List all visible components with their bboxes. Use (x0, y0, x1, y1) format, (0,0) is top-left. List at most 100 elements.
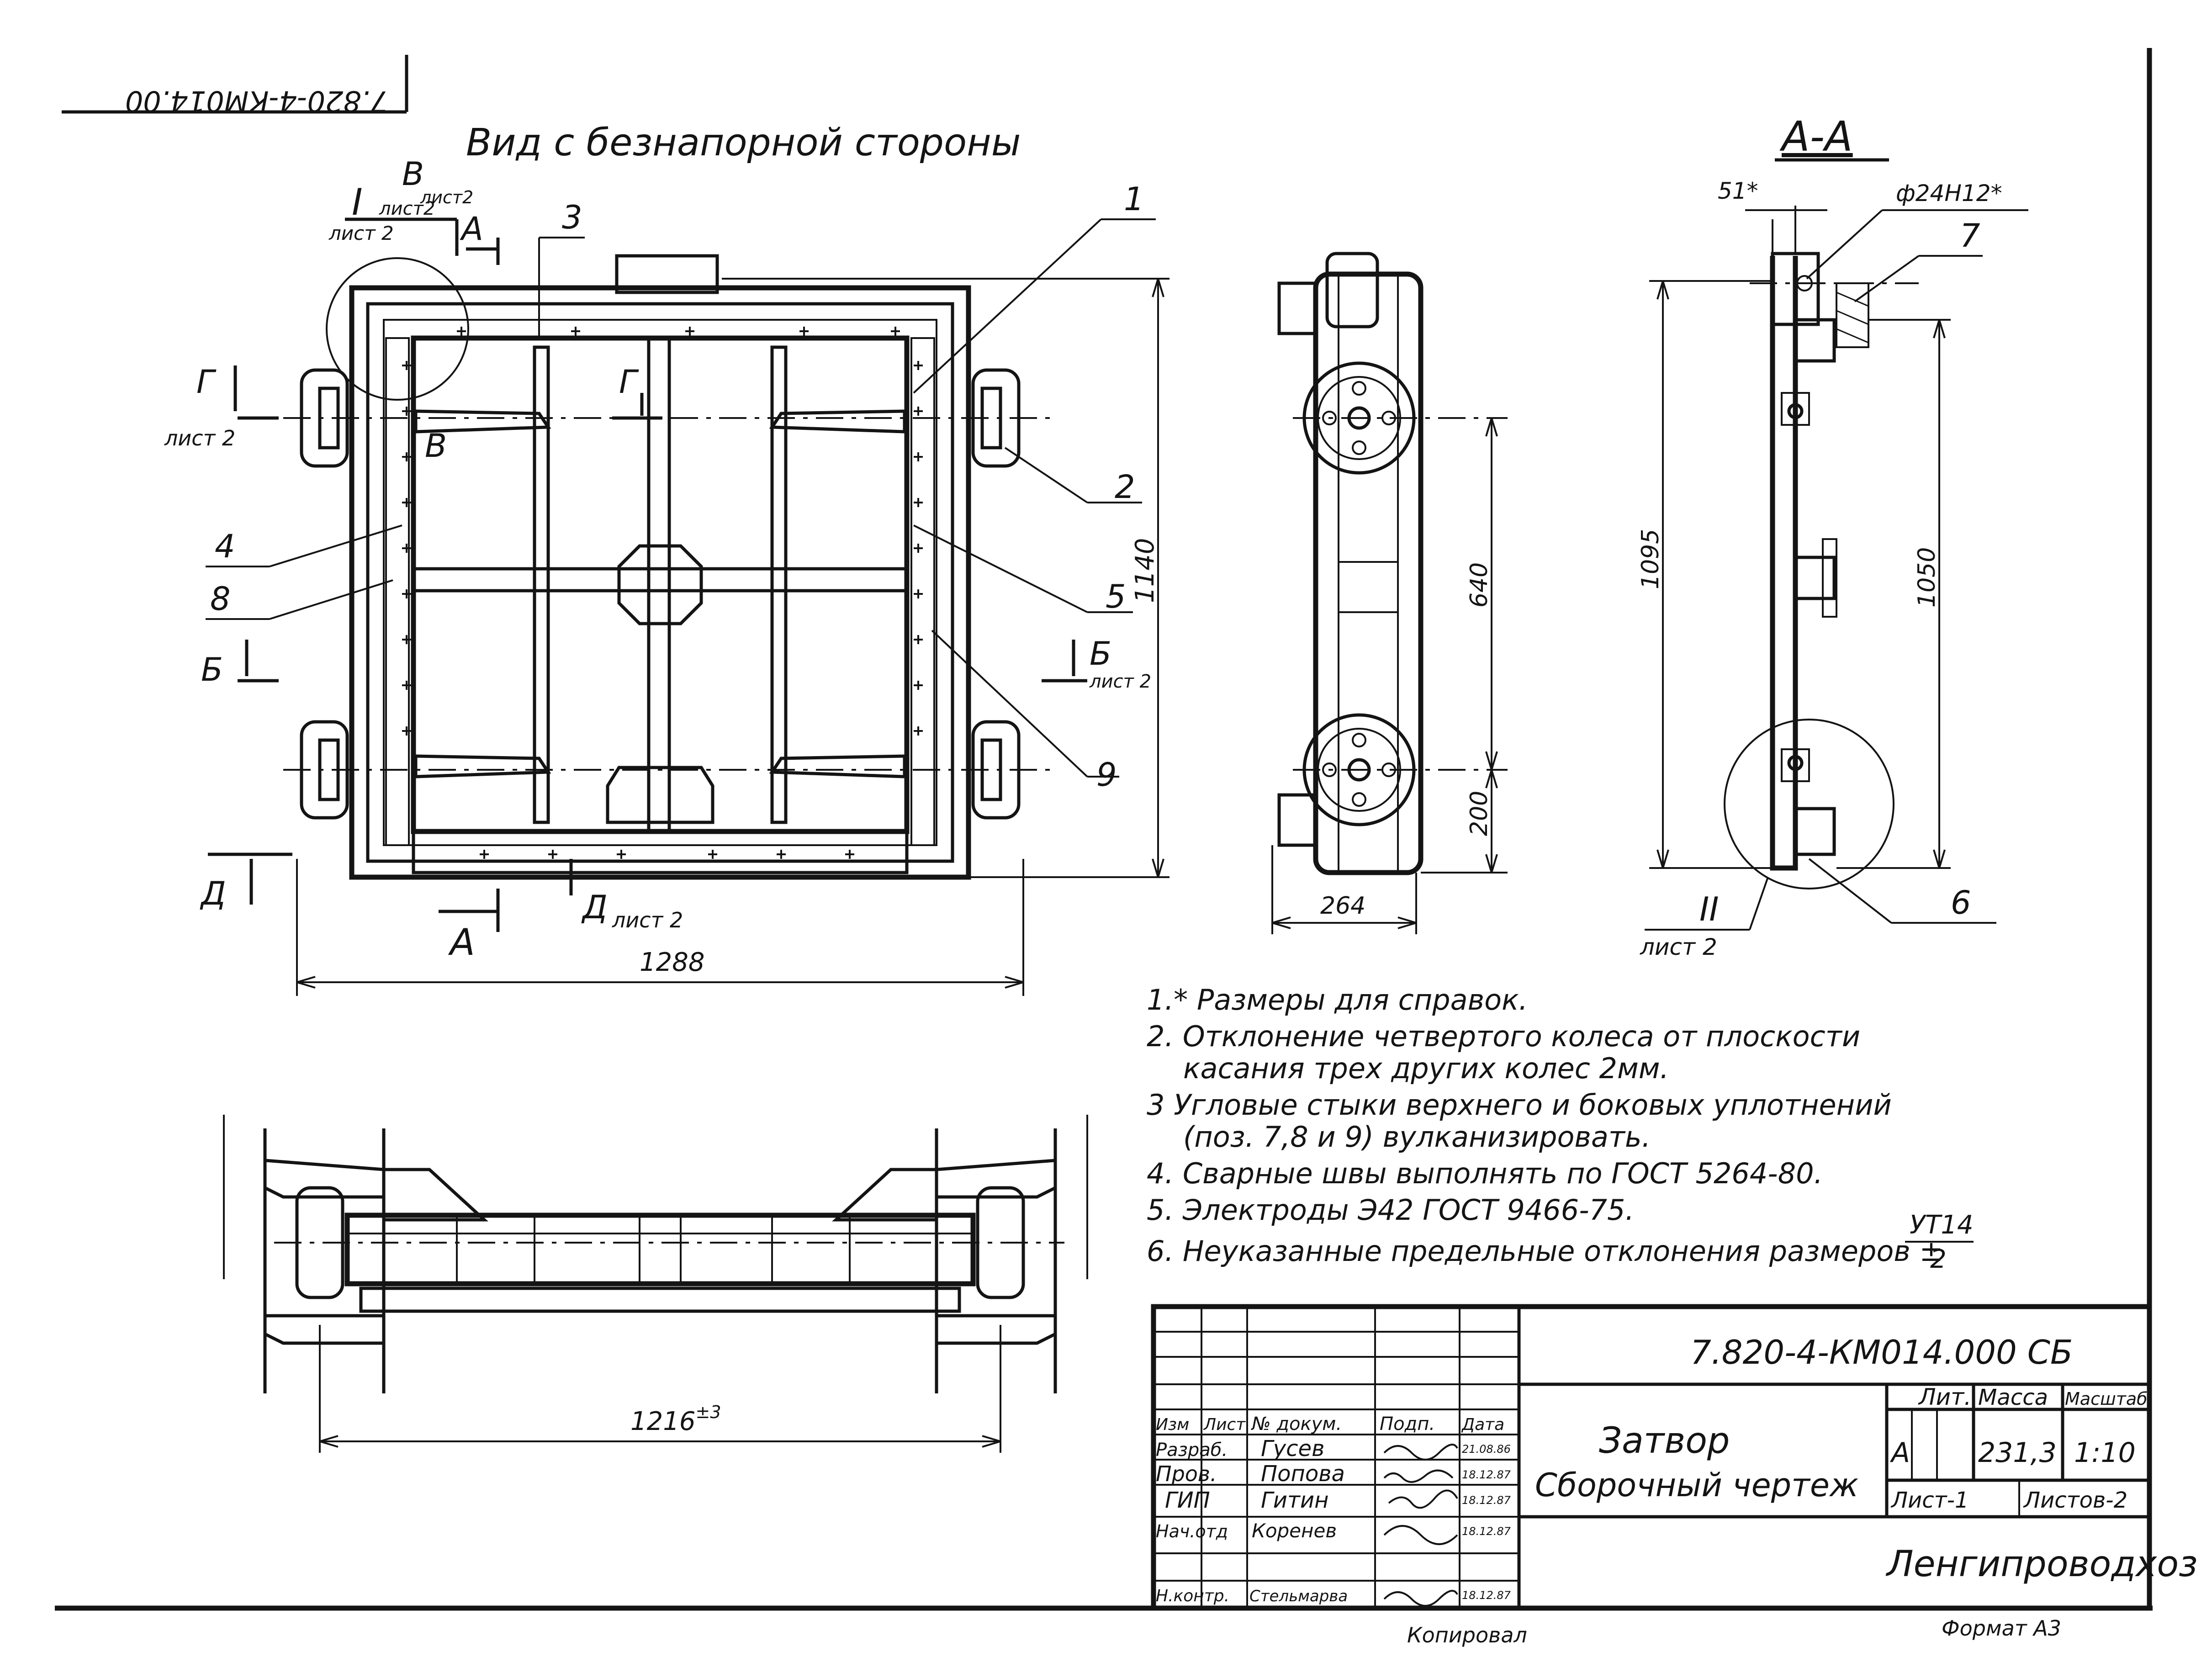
dim-640: 640 (1466, 562, 1493, 608)
dim-264: 264 (1320, 892, 1365, 920)
label-D-left: Д (200, 875, 226, 912)
section-A-A: 1095 1050 51* ф24Н12* 7 6 II лист 2 (1637, 158, 2028, 960)
detail-circle-II (1724, 719, 1894, 889)
stamp-box: 7.820-4-КМ014.00 (62, 55, 408, 118)
label-5: 5 (1106, 578, 1126, 615)
name-1: Гусев (1261, 1436, 1324, 1461)
sheet-count: Листов-2 (2023, 1488, 2127, 1513)
date-2: 18.12.87 (1462, 1468, 1511, 1481)
tolerance-numerator: УТ14 (1910, 1210, 1974, 1240)
label-1: 1 (1124, 180, 1144, 218)
notes: 1.* Размеры для справок. 2. Отклонение ч… (1147, 983, 1974, 1274)
dim-1095: 1095 (1637, 529, 1664, 589)
label-B-left: В (425, 427, 447, 465)
tolerance-denominator: 2 (1930, 1244, 1947, 1274)
side-view: 640 200 264 (1271, 252, 1508, 934)
sheet-format: Формат А3 (1942, 1616, 2061, 1641)
note-line-5: (поз. 7,8 и 9) вулканизировать. (1183, 1120, 1651, 1154)
label-6: 6 (1951, 884, 1971, 921)
label-9: 9 (1096, 756, 1117, 794)
svg-text:1140: 1140 (1130, 538, 1160, 603)
label-bb-sheet: лист 2 (1089, 671, 1151, 692)
label-7: 7 (1960, 217, 1980, 254)
label-i-sheet-b: лист 2 (328, 222, 394, 244)
dim-1140: 1140 (722, 278, 1170, 878)
label-G-left: Г (196, 363, 217, 401)
title-block: 7.820-4-КМ014.000 СБ Изм Лист № докум. П… (1151, 1304, 2198, 1611)
col-header-date: Дата (1461, 1415, 1504, 1434)
dim-1216: 1216±3 (630, 1402, 721, 1436)
plan-view: 1216±3 (223, 1115, 1088, 1453)
note-line-6: 4. Сварные швы выполнять по ГОСТ 5264-80… (1147, 1157, 1823, 1190)
label-2: 2 (1115, 468, 1135, 506)
lit-value: А (1889, 1437, 1910, 1469)
col-header-doc: № докум. (1251, 1414, 1342, 1435)
label-G-mid: Г (619, 363, 639, 401)
name-line-1: Затвор (1599, 1420, 1730, 1461)
name-line-2: Сборочный чертеж (1535, 1467, 1858, 1504)
svg-text:1288: 1288 (640, 948, 705, 977)
section-title: А-А (1779, 113, 1853, 161)
label-d-sheet: лист 2 (612, 908, 683, 932)
role-3: ГИП (1165, 1488, 1210, 1513)
name-3: Гитин (1261, 1488, 1328, 1513)
label-BB-left: Б (201, 651, 223, 688)
copied-by: Копировал (1407, 1623, 1527, 1647)
label-4: 4 (215, 528, 235, 565)
label-ii-sheet: лист 2 (1640, 934, 1717, 960)
view-title: Вид с безнапорной стороны (466, 121, 1021, 164)
role-6: Н.контр. (1156, 1587, 1229, 1605)
sheet-number: Лист-1 (1890, 1488, 1969, 1513)
front-view: I лист2 лист 2 В лист2 А 3 1 Г лист 2 В … (164, 155, 1170, 996)
col-header-list: Лист (1203, 1415, 1246, 1434)
col-header-izm: Изм (1156, 1415, 1189, 1434)
detail-circle-I (326, 257, 469, 401)
label-I: I (352, 181, 363, 223)
name-6: Стельмарва (1249, 1587, 1348, 1605)
stamp-code: 7.820-4-КМ014.00 (125, 85, 388, 118)
role-1: Разраб. (1156, 1440, 1228, 1461)
organization: Ленгипроводхоз (1885, 1544, 2198, 1585)
name-2: Попова (1261, 1461, 1345, 1487)
signatures (1383, 1444, 1458, 1607)
note-line-7: 5. Электроды Э42 ГОСТ 9466-75. (1147, 1193, 1634, 1227)
scale-header: Масштаб (2065, 1389, 2148, 1409)
lit-header: Лит. (1918, 1384, 1971, 1410)
scale-value: 1:10 (2074, 1437, 2136, 1469)
note-line-3: касания трех других колес 2мм. (1183, 1052, 1669, 1085)
date-6: 18.12.87 (1462, 1589, 1511, 1602)
label-BB-right: Б (1090, 635, 1111, 672)
date-3: 18.12.87 (1462, 1494, 1511, 1507)
role-2: Пров. (1156, 1461, 1217, 1486)
label-sheet2-left: лист 2 (164, 426, 235, 450)
date-1: 21.08.86 (1462, 1443, 1511, 1456)
label-A-top: А (460, 210, 483, 248)
label-B-top: В (402, 155, 424, 193)
name-4: Коренев (1252, 1519, 1337, 1542)
date-4: 18.12.87 (1462, 1525, 1511, 1538)
dim-51: 51* (1718, 178, 1758, 204)
label-D-bottom: Д (581, 889, 608, 926)
label-i-sheet: лист2 (379, 198, 435, 219)
label-A-bottom: А (448, 921, 475, 964)
role-4: Нач.отд (1156, 1521, 1228, 1541)
dim-1050: 1050 (1913, 547, 1941, 608)
label-3: 3 (562, 199, 582, 236)
col-header-sign: Подп. (1380, 1414, 1435, 1435)
label-b-sheet: лист2 (420, 187, 473, 207)
dim-1288: 1288 (296, 859, 1024, 996)
note-line-8: 6. Неуказанные предельные отклонения раз… (1147, 1234, 1943, 1268)
label-II: II (1699, 890, 1719, 928)
note-line-4: 3 Угловые стыки верхнего и боковых уплот… (1147, 1088, 1892, 1122)
note-line-1: 1.* Размеры для справок. (1147, 983, 1528, 1017)
callout-leaders (206, 218, 1156, 778)
dim-phi24: ф24Н12* (1896, 180, 2002, 206)
mass-header: Масса (1978, 1385, 2048, 1410)
doc-code: 7.820-4-КМ014.000 СБ (1690, 1333, 2073, 1371)
note-line-2: 2. Отклонение четвертого колеса от плоск… (1147, 1020, 1860, 1053)
label-8: 8 (210, 580, 231, 618)
dim-200: 200 (1466, 791, 1493, 836)
section-marks (208, 217, 1087, 932)
mass-value: 231,3 (1978, 1437, 2057, 1469)
